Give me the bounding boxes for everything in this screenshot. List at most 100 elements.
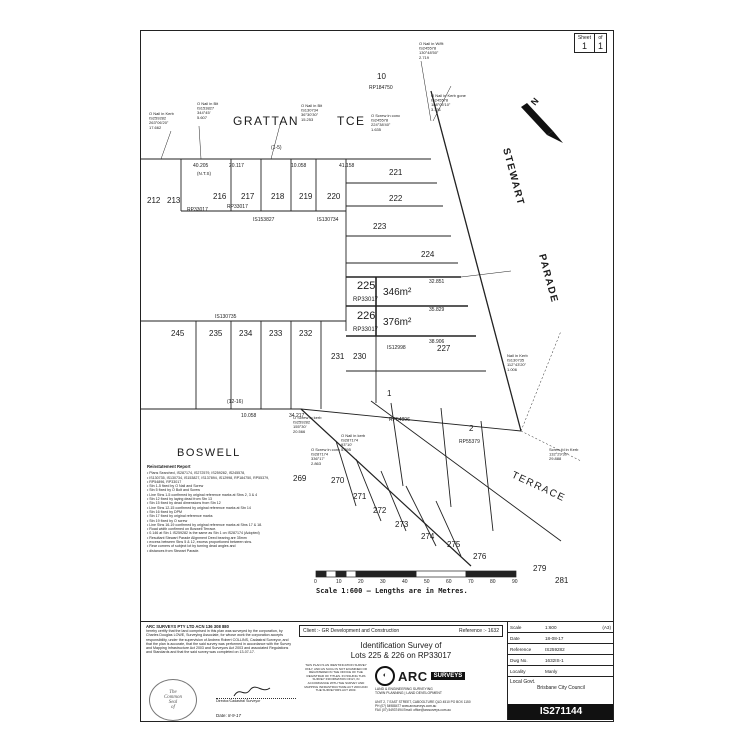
date-key: Date: [510, 635, 520, 641]
sheet-label: Sheet: [577, 35, 591, 41]
scale-tick: 50: [424, 579, 430, 585]
lot-273: 273: [395, 520, 409, 529]
dwg-key: Dwg No.: [510, 657, 528, 663]
lot-272: 272: [373, 506, 387, 515]
arc-logo-icon: ◐: [375, 666, 395, 686]
dim-nts: (N.T.S): [197, 171, 212, 176]
scale-tick: 60: [446, 579, 452, 585]
reference-key: Reference: [510, 646, 532, 652]
road-terrace: TERRACE: [510, 470, 567, 505]
scale-tick: 70: [468, 579, 474, 585]
dim-7: 32.851: [429, 279, 445, 285]
lot-245: 245: [171, 329, 185, 338]
note-line: • Stn 15 fixed by dead dimensions from S…: [147, 501, 221, 506]
plan-rp33017-b: RP33017: [227, 204, 248, 210]
locality-key: Locality: [510, 668, 526, 674]
reinstatement-report: Reinstatement Report • Plans Searched, I…: [147, 464, 377, 553]
road-parade: PARADE: [536, 253, 560, 305]
notes-lines: • Plans Searched, IS287174, IS272579, IS…: [147, 471, 377, 553]
road-grattan-tce: TCE: [337, 114, 366, 128]
survey-plan-map: GRATTAN TCE STEWART PARADE BOSWELL TERRA…: [141, 41, 582, 585]
lga-key: Local Govt.: [510, 679, 536, 685]
plan-rp54896: RP54896: [389, 417, 410, 423]
of-label: of: [598, 35, 603, 41]
lot-225-area: 346m²: [383, 287, 412, 298]
lot-212: 212: [147, 196, 161, 205]
note-line: • Stn 17 fixed by original reference mar…: [147, 514, 213, 519]
lot-218: 218: [271, 192, 285, 201]
sheet-size: (A3): [602, 624, 611, 630]
note-line: • Plans Searched, IS287174, IS272579, IS…: [147, 471, 246, 476]
date-value: 18-08-17: [545, 635, 564, 641]
date-label: Date:: [216, 713, 227, 718]
disclaimer: THIS PLAN IS AN IDENTIFICATION SURVEY ON…: [304, 663, 368, 693]
note-line: • Stn 5 fixed by O Bolt and Screw: [147, 488, 200, 493]
plan-is12998: IS12998: [387, 345, 406, 351]
dim-4: 41.158: [339, 163, 355, 169]
signed-date: 8-9-17: [228, 713, 242, 718]
north-label: N: [529, 96, 541, 107]
scale-tick: 90: [512, 579, 518, 585]
dim-stn-12-16: (12-16): [227, 399, 243, 405]
survey-title: Identification Survey of Lots 225 & 226 …: [299, 641, 503, 661]
road-stewart: STEWART: [500, 147, 526, 207]
note-line: • Road width confirmed on Boswell Terrac…: [147, 527, 217, 532]
scale-tick: 0: [314, 579, 317, 585]
note-line: • RP54896, RP33017: [147, 479, 182, 484]
dwg-value: 1632IS-1: [545, 657, 564, 663]
lot-230: 230: [353, 352, 367, 361]
plan-rp33017-a: RP33017: [187, 207, 208, 213]
lot-224: 224: [421, 250, 435, 259]
lot-270: 270: [331, 476, 345, 485]
dim-3: 10.058: [291, 163, 307, 169]
plan-is153827: IS153827: [253, 217, 275, 223]
lot-275: 275: [447, 540, 461, 549]
scale-tick: 40: [402, 579, 408, 585]
lot-217: 217: [241, 192, 255, 201]
notes-title: Reinstatement Report: [147, 464, 191, 469]
lot-227: 227: [437, 344, 451, 353]
seal-line-4: of: [171, 705, 175, 710]
seal-line-3: Seal: [168, 700, 178, 705]
lot-276: 276: [473, 552, 487, 561]
signature-block: Director/Cadastral Surveyor Date: 8-9-17: [216, 684, 296, 718]
lot-226-rp: RP33017: [353, 327, 379, 333]
lot-269: 269: [293, 474, 307, 483]
plan-rp184750: RP184750: [369, 85, 393, 91]
seal-line-1: The: [169, 690, 177, 695]
lot-271: 271: [353, 492, 367, 501]
road-grattan: GRATTAN: [233, 114, 299, 128]
lot-219: 219: [299, 192, 313, 201]
scale-key: Scale: [510, 624, 522, 630]
scale-tick: 80: [490, 579, 496, 585]
arc-brand: ARC: [398, 668, 428, 684]
lot-235: 235: [209, 329, 223, 338]
company-name: ARC SURVEYS PTY LTD ACN 136 308 880: [146, 624, 229, 629]
lot-220: 220: [327, 192, 341, 201]
lot-223: 223: [373, 222, 387, 231]
arc-surveys: SURVEYS: [430, 672, 466, 680]
dim-6: 10.058: [241, 413, 257, 419]
north-arrow-icon: [521, 103, 563, 143]
plan-is130734: IS130734: [317, 217, 339, 223]
road-boswell: BOSWELL: [177, 447, 241, 459]
signature-icon: [233, 686, 271, 697]
lot-225-rp: RP33017: [353, 297, 379, 303]
client-reference: Reference :- 1632: [458, 628, 499, 634]
signature-role: Director/Cadastral Surveyor: [216, 699, 261, 703]
seal-line-2: Common: [163, 695, 183, 700]
lot-226-area: 376m²: [383, 317, 412, 328]
locality-value: Manly: [545, 668, 558, 674]
lot-216: 216: [213, 192, 227, 201]
note-line: • 0.146 at Stn 1 IS259282 is the same as…: [147, 531, 260, 536]
